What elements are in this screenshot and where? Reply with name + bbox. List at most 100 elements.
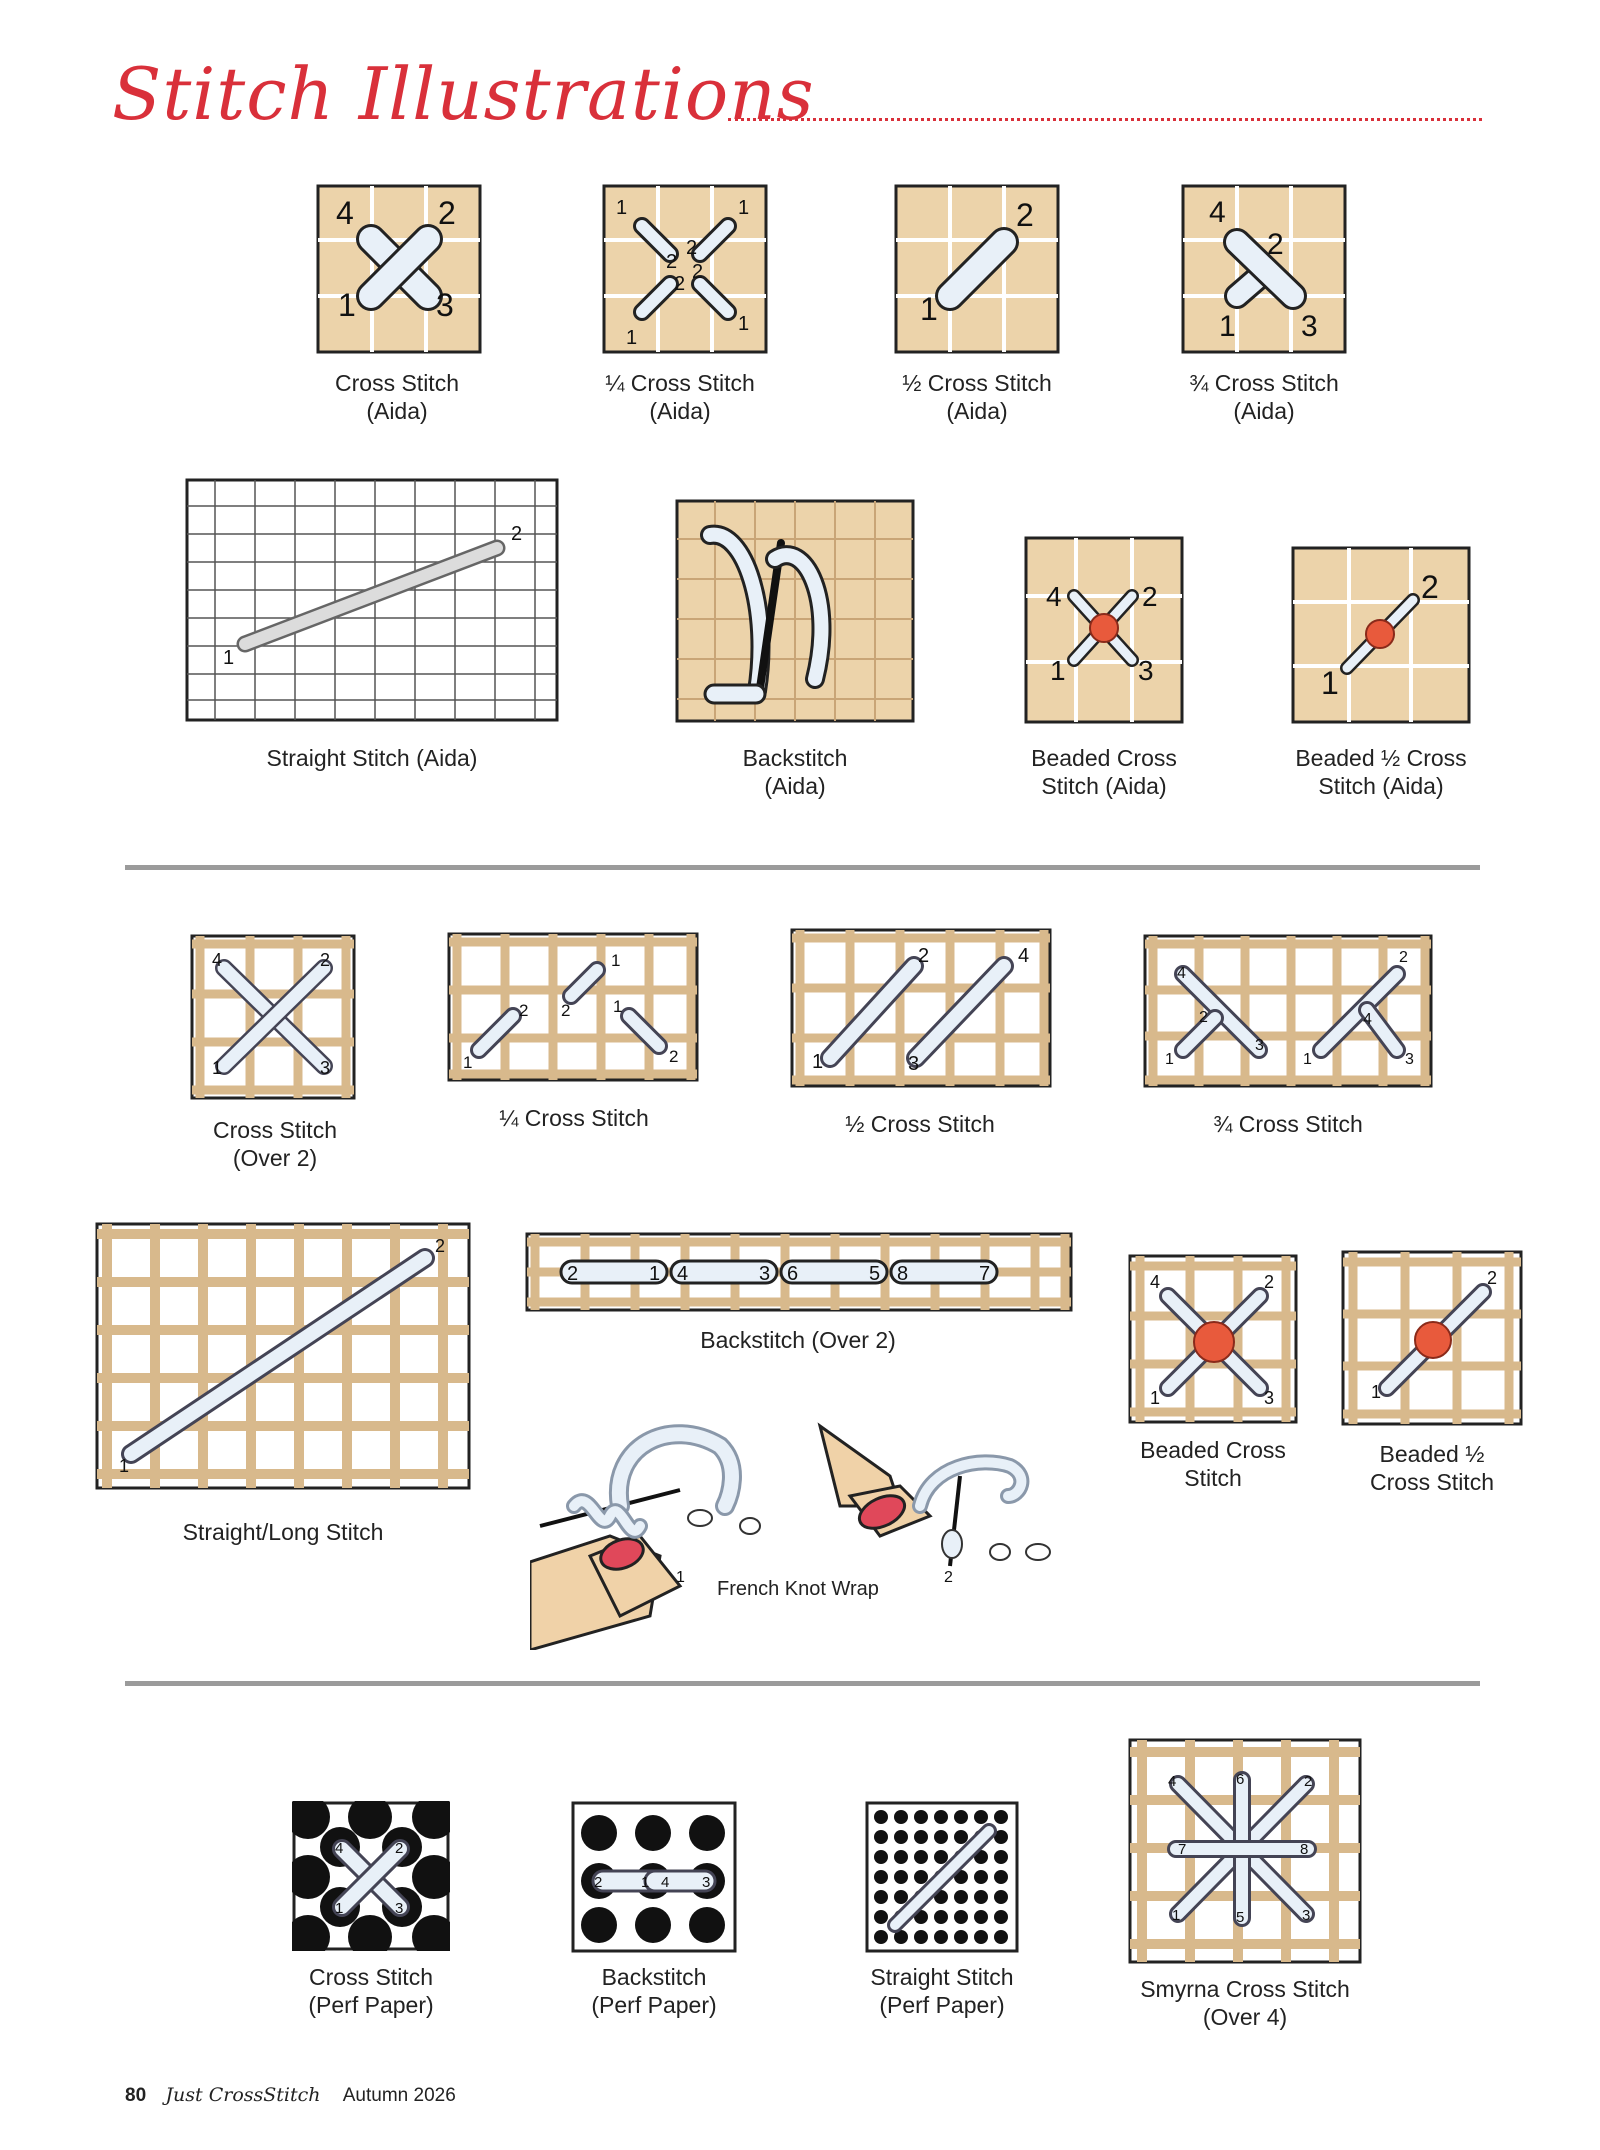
stitch-number: 2 <box>1016 197 1034 233</box>
stitch-number: 2 <box>666 251 677 273</box>
stitch-number: 1 <box>641 1874 649 1891</box>
stitch-number: 2 <box>1421 569 1439 605</box>
stitch-number: 2 <box>1399 949 1408 966</box>
half-cross-stitch-figure: 2 4 1 3 <box>790 928 1052 1088</box>
perf-hole <box>994 1850 1008 1864</box>
stitch-number: 4 <box>1168 1773 1176 1790</box>
section-divider <box>125 865 1480 870</box>
title-dotted-rule <box>728 118 1482 121</box>
stitch-number: 6 <box>1236 1771 1244 1788</box>
perf-hole <box>954 1930 968 1944</box>
perf-hole <box>994 1810 1008 1824</box>
cross-stitch-over-2-figure: 4 2 1 3 <box>190 934 356 1100</box>
stitch-number: 7 <box>979 1263 990 1285</box>
stitch-number: 2 <box>1267 228 1284 261</box>
quarter-cross-stitch-aida-figure: 1 2 2 2 2 1 1 1 <box>602 184 768 354</box>
stitch-number: 2 <box>944 1569 953 1586</box>
stitch-number: 2 <box>1142 581 1158 612</box>
perf-hole <box>994 1870 1008 1884</box>
stitch-number: 3 <box>1301 310 1318 343</box>
stitch-number: 7 <box>1178 1841 1186 1858</box>
perf-hole <box>874 1930 888 1944</box>
stitch-number: 1 <box>676 1569 685 1586</box>
stitch-number: 1 <box>338 287 356 323</box>
perf-hole <box>954 1810 968 1824</box>
stitch-number: 1 <box>1303 1051 1312 1068</box>
perf-hole <box>934 1930 948 1944</box>
beaded-half-cross-stitch-aida-figure: 2 1 <box>1291 546 1471 724</box>
perf-hole <box>974 1870 988 1884</box>
stitch-number: 1 <box>649 1263 660 1285</box>
stitch-number: 1 <box>463 1053 472 1072</box>
perf-hole <box>994 1910 1008 1924</box>
perf-hole <box>914 1810 928 1824</box>
issue-label: Autumn 2026 <box>342 2085 456 2106</box>
beaded-half-cross-stitch-figure: 2 1 <box>1341 1250 1523 1426</box>
straight-stitch-aida-figure: 2 1 <box>185 478 559 722</box>
stitch-number: 3 <box>702 1874 710 1891</box>
stitch-number: 5 <box>869 1263 880 1285</box>
perf-hole <box>974 1930 988 1944</box>
perf-hole <box>934 1910 948 1924</box>
stitch-number: 1 <box>1172 1907 1180 1924</box>
stitch-number: 3 <box>908 1053 919 1075</box>
stitch-number: 2 <box>438 195 456 231</box>
cross-stitch-perf-paper-figure: 4 2 1 3 <box>292 1801 450 1951</box>
beaded-cross-stitch-figure: 4 2 1 3 <box>1128 1254 1298 1424</box>
stitch-number: 3 <box>320 1058 330 1078</box>
caption: ¼ Cross Stitch <box>499 1105 649 1131</box>
french-knot-caption: French Knot Wrap <box>717 1578 879 1600</box>
stitch-number: 3 <box>1255 1037 1264 1054</box>
stitch-number: 1 <box>1219 310 1236 343</box>
stitch-number: 1 <box>812 1051 823 1073</box>
stitch-number: 3 <box>1405 1051 1414 1068</box>
page-footer: 80 Just CrossStitch Autumn 2026 <box>125 2084 456 2107</box>
caption: ½ Cross Stitch(Aida) <box>902 370 1052 424</box>
stitch-number: 1 <box>611 951 620 970</box>
stitch-number: 2 <box>1264 1272 1274 1292</box>
quarter-cross-stitch-figure: 1 2 2 1 1 2 <box>447 932 699 1082</box>
stitch-number: 2 <box>692 261 703 283</box>
stitch-number: 4 <box>677 1263 688 1285</box>
perf-hole <box>934 1830 948 1844</box>
smyrna-cross-stitch-figure: 4 6 2 7 8 1 5 3 <box>1128 1738 1362 1964</box>
caption: ¼ Cross Stitch(Aida) <box>605 370 755 424</box>
stitch-number: 3 <box>436 287 454 323</box>
stitch-number: 3 <box>1138 655 1154 686</box>
perf-hole <box>934 1810 948 1824</box>
stitch-number: 4 <box>1209 196 1226 229</box>
half-cross-stitch-aida-figure: 2 1 <box>894 184 1060 354</box>
stitch-number: 8 <box>897 1263 908 1285</box>
stitch-number: 3 <box>1302 1907 1310 1924</box>
caption: Backstitch (Over 2) <box>700 1327 896 1353</box>
stitch-number: 1 <box>119 1456 129 1476</box>
stitch-number: 4 <box>1046 581 1062 612</box>
perf-hole <box>894 1890 908 1904</box>
caption: ½ Cross Stitch <box>845 1111 995 1137</box>
cross-stitch-aida-figure: 4 2 1 3 <box>316 184 482 354</box>
perf-hole <box>914 1850 928 1864</box>
perf-hole <box>894 1870 908 1884</box>
page-number: 80 <box>125 2085 147 2106</box>
stitch-number: 2 <box>1199 1009 1208 1026</box>
stitch-number: 4 <box>336 195 354 231</box>
stitch-number: 4 <box>335 1840 343 1857</box>
stitch-number: 6 <box>787 1263 798 1285</box>
stitch-number: 4 <box>1018 945 1029 967</box>
perf-hole <box>894 1810 908 1824</box>
perf-hole <box>914 1870 928 1884</box>
stitch-number: 1 <box>1165 1051 1174 1068</box>
caption: Backstitch(Aida) <box>742 745 848 799</box>
perf-hole <box>994 1930 1008 1944</box>
stitch-number: 1 <box>335 1900 343 1917</box>
stitch-number: 3 <box>1264 1388 1274 1408</box>
stitch-number: 1 <box>223 647 234 669</box>
perf-hole <box>974 1910 988 1924</box>
caption: Smyrna Cross Stitch(Over 4) <box>1140 1976 1350 2030</box>
caption: Backstitch(Perf Paper) <box>591 1964 717 2018</box>
perf-hole <box>954 1910 968 1924</box>
caption: ¾ Cross Stitch(Aida) <box>1189 370 1339 424</box>
